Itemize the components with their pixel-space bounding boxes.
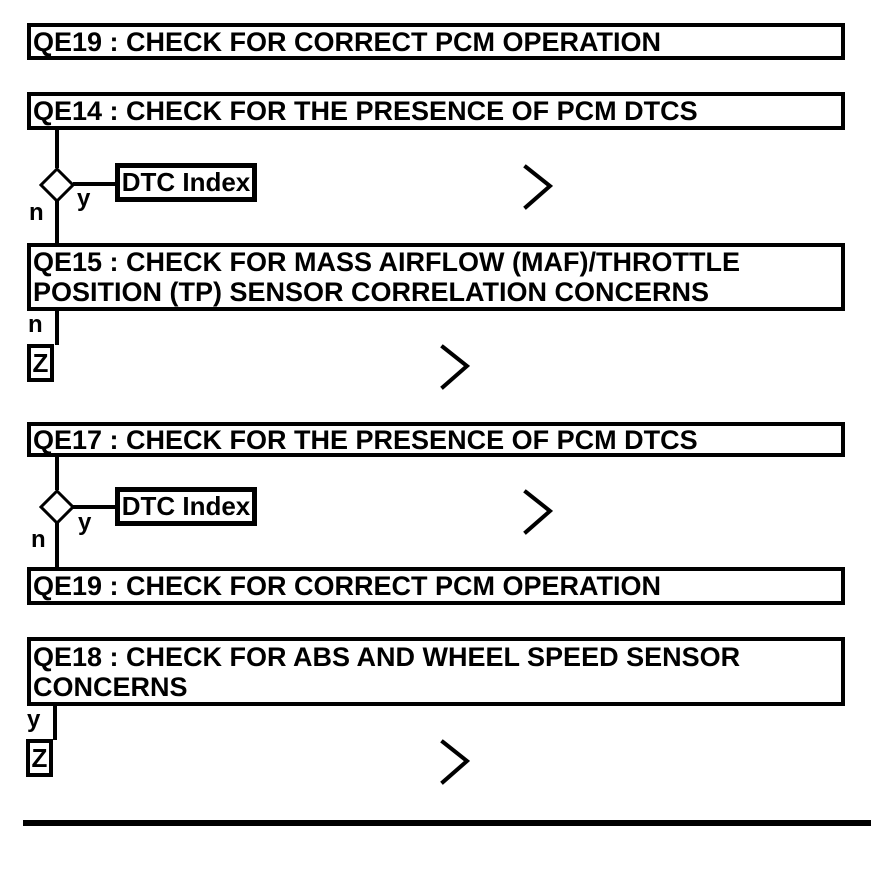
decision-diamond-icon: [38, 166, 76, 204]
flow-box-label: QE18 : CHECK FOR ABS AND WHEEL SPEED SEN…: [33, 641, 741, 702]
offpage-connector-z[interactable]: Z: [26, 739, 53, 777]
branch-label-yes: y: [27, 706, 41, 733]
branch-label-yes: y: [77, 185, 91, 212]
connector-line: [73, 505, 115, 509]
offpage-connector-z[interactable]: Z: [27, 344, 54, 382]
connector-line: [55, 201, 59, 243]
continue-chevron-icon: [440, 343, 471, 391]
decision-diamond-icon: [38, 488, 76, 526]
connector-line: [73, 182, 115, 186]
continue-chevron-icon: [440, 738, 471, 786]
flow-box-qe17[interactable]: QE17 : CHECK FOR THE PRESENCE OF PCM DTC…: [27, 422, 845, 457]
branch-label-no: n: [28, 311, 43, 338]
flow-box-label: QE19 : CHECK FOR CORRECT PCM OPERATION: [33, 26, 662, 57]
branch-label-yes: y: [78, 509, 92, 536]
connector-line: [55, 457, 59, 490]
offpage-connector-label: Z: [31, 742, 48, 773]
flow-box-qe19-top[interactable]: QE19 : CHECK FOR CORRECT PCM OPERATION: [27, 23, 845, 60]
dtc-index-label: DTC Index: [121, 167, 251, 197]
continue-chevron-icon: [523, 488, 554, 536]
dtc-index-label: DTC Index: [121, 491, 251, 521]
branch-label-no: n: [29, 199, 44, 226]
flow-box-qe14[interactable]: QE14 : CHECK FOR THE PRESENCE OF PCM DTC…: [27, 92, 845, 130]
connector-line: [55, 523, 59, 567]
dtc-index-link[interactable]: DTC Index: [115, 163, 257, 202]
flow-box-label: QE15 : CHECK FOR MASS AIRFLOW (MAF)/THRO…: [33, 247, 740, 307]
footer-divider: [23, 820, 871, 826]
flow-box-label: QE14 : CHECK FOR THE PRESENCE OF PCM DTC…: [33, 96, 698, 126]
connector-line: [53, 706, 57, 740]
flow-box-qe15[interactable]: QE15 : CHECK FOR MASS AIRFLOW (MAF)/THRO…: [27, 243, 845, 311]
flow-box-qe18[interactable]: QE18 : CHECK FOR ABS AND WHEEL SPEED SEN…: [27, 637, 845, 706]
offpage-connector-label: Z: [32, 347, 49, 378]
flow-box-label: QE17 : CHECK FOR THE PRESENCE OF PCM DTC…: [33, 424, 698, 455]
connector-line: [55, 130, 59, 168]
flow-box-label: QE19 : CHECK FOR CORRECT PCM OPERATION: [33, 571, 662, 601]
flow-box-qe19-bottom[interactable]: QE19 : CHECK FOR CORRECT PCM OPERATION: [27, 567, 845, 605]
dtc-index-link[interactable]: DTC Index: [115, 487, 257, 526]
connector-line: [55, 311, 59, 345]
branch-label-no: n: [31, 526, 46, 553]
continue-chevron-icon: [523, 163, 554, 211]
